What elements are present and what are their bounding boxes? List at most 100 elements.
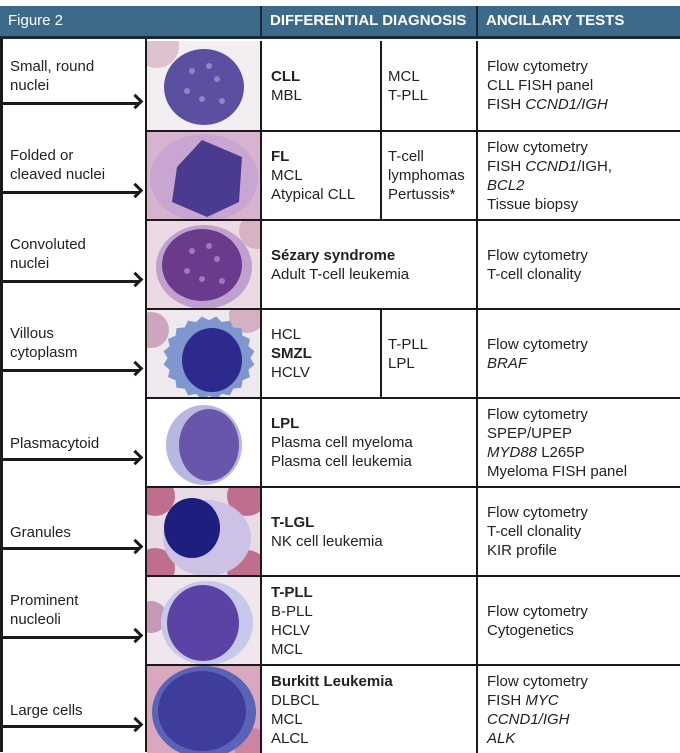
diagnosis-item: B-PLL	[271, 602, 313, 620]
right-arrow-icon	[0, 547, 140, 550]
ancillary-test-text: CLL FISH panel	[487, 77, 594, 94]
ancillary-test-text: T-cell clonality	[487, 265, 582, 283]
diagnosis-item: Atypical CLL	[271, 186, 356, 203]
right-arrow-icon	[0, 458, 140, 461]
ancillary-test-text: BRAF	[487, 354, 528, 372]
feature-label-line: Folded or	[10, 147, 74, 164]
feature-label: Large cells	[10, 701, 83, 720]
ancillary-test-text: /IGH,	[577, 157, 613, 175]
feature-label-line: Villous	[10, 325, 54, 342]
right-arrow-icon	[0, 369, 140, 372]
diagnosis-item: T-PLL	[271, 583, 313, 601]
diagnosis-item: CLL	[271, 67, 301, 85]
ancillary-test-text: Flow cytometry	[487, 58, 588, 75]
diagnosis-item: HCLV	[271, 621, 310, 639]
diagnosis-item: SMZL	[271, 345, 312, 362]
header-ancillary-tests: ANCILLARY TESTS	[476, 6, 680, 36]
diagnosis-item: LPL	[271, 415, 300, 432]
ancillary-test-line: Cytogenetics	[487, 621, 680, 640]
ancillary-test-text: Myeloma FISH panel	[487, 462, 628, 480]
feature-label-line: nucleoli	[10, 611, 61, 628]
right-arrow-icon	[0, 280, 140, 283]
ancillary-test-text: FISH	[487, 96, 526, 113]
cleaved-nucleus-lymphocyte-image	[147, 130, 260, 219]
ancillary-test-line: T-cell clonality	[487, 522, 680, 541]
ancillary-test-text: T-cell clonality	[487, 523, 582, 540]
ancillary-test-text: MYD88	[487, 443, 538, 461]
ancillary-test-text: Flow cytometry	[487, 504, 588, 521]
feature-label-line: Convoluted	[10, 236, 86, 253]
ancillary-test-line: FISH CCND1/IGH,	[487, 157, 680, 176]
ancillary-test-line: KIR profile	[487, 541, 680, 560]
ancillary-test-line: Flow cytometry	[487, 405, 680, 424]
diagnosis-item: Sézary syndrome	[271, 246, 396, 264]
ancillary-test-text: Flow cytometry	[487, 246, 588, 264]
ancillary-test-text: FISH	[487, 691, 526, 709]
ancillary-test-line: T-cell clonality	[487, 265, 680, 284]
diagnosis-item: T-PLL	[388, 86, 429, 104]
large-cell-lymphocyte-image	[147, 664, 260, 753]
ancillary-test-text: ALK	[487, 729, 516, 747]
ancillary-test-text: Flow cytometry	[487, 405, 588, 423]
feature-label: Prominent nucleoli	[10, 591, 78, 629]
ancillary-test-line: Flow cytometry	[487, 246, 680, 265]
diagnosis-item: MCL	[388, 67, 420, 85]
ancillary-test-text: CCND1/IGH	[525, 96, 608, 113]
ancillary-test-line: Flow cytometry	[487, 57, 680, 76]
ancillary-test-line: Myeloma FISH panel	[487, 462, 680, 481]
feature-label-line: Prominent	[10, 592, 79, 609]
feature-label: Granules	[10, 523, 71, 542]
diagnosis-item: Plasma cell leukemia	[271, 453, 412, 470]
diagnosis-item: MCL	[271, 710, 303, 728]
feature-label: Plasmacytoid	[10, 434, 99, 453]
right-arrow-icon	[0, 102, 140, 105]
diagnosis-item: MCL	[271, 640, 303, 658]
ancillary-test-line: Flow cytometry	[487, 602, 680, 621]
diagnosis-item: LPL	[388, 354, 415, 372]
right-arrow-icon	[0, 725, 140, 728]
ancillary-test-text: Flow cytometry	[487, 335, 588, 353]
ancillary-test-text: FISH	[487, 157, 526, 175]
feature-label-line: Plasmacytoid	[10, 435, 100, 452]
ancillary-test-line: Flow cytometry	[487, 672, 680, 691]
ancillary-test-line: Flow cytometry	[487, 138, 680, 157]
villous-cytoplasm-lymphocyte-image	[147, 308, 260, 397]
feature-label-line: cytoplasm	[10, 344, 78, 361]
right-arrow-icon	[0, 191, 140, 194]
ancillary-test-text: Flow cytometry	[487, 672, 588, 690]
table-header: Figure 2 DIFFERENTIAL DIAGNOSIS ANCILLAR…	[0, 6, 680, 39]
diagnosis-item: Adult T-cell leukemia	[271, 265, 410, 283]
ancillary-test-line: CLL FISH panel	[487, 76, 680, 95]
ancillary-test-text: L265P	[537, 443, 585, 461]
ancillary-test-text: Flow cytometry	[487, 602, 588, 620]
ancillary-test-text: CCND1/IGH	[487, 710, 570, 728]
small-round-nucleus-lymphocyte-image	[147, 41, 260, 130]
diagnosis-item: DLBCL	[271, 691, 320, 709]
ancillary-test-line: Flow cytometry	[487, 503, 680, 522]
diagnosis-item: Pertussis*	[388, 186, 456, 203]
ancillary-test-text: MYC	[525, 691, 559, 709]
ancillary-test-line: Tissue biopsy	[487, 195, 680, 214]
